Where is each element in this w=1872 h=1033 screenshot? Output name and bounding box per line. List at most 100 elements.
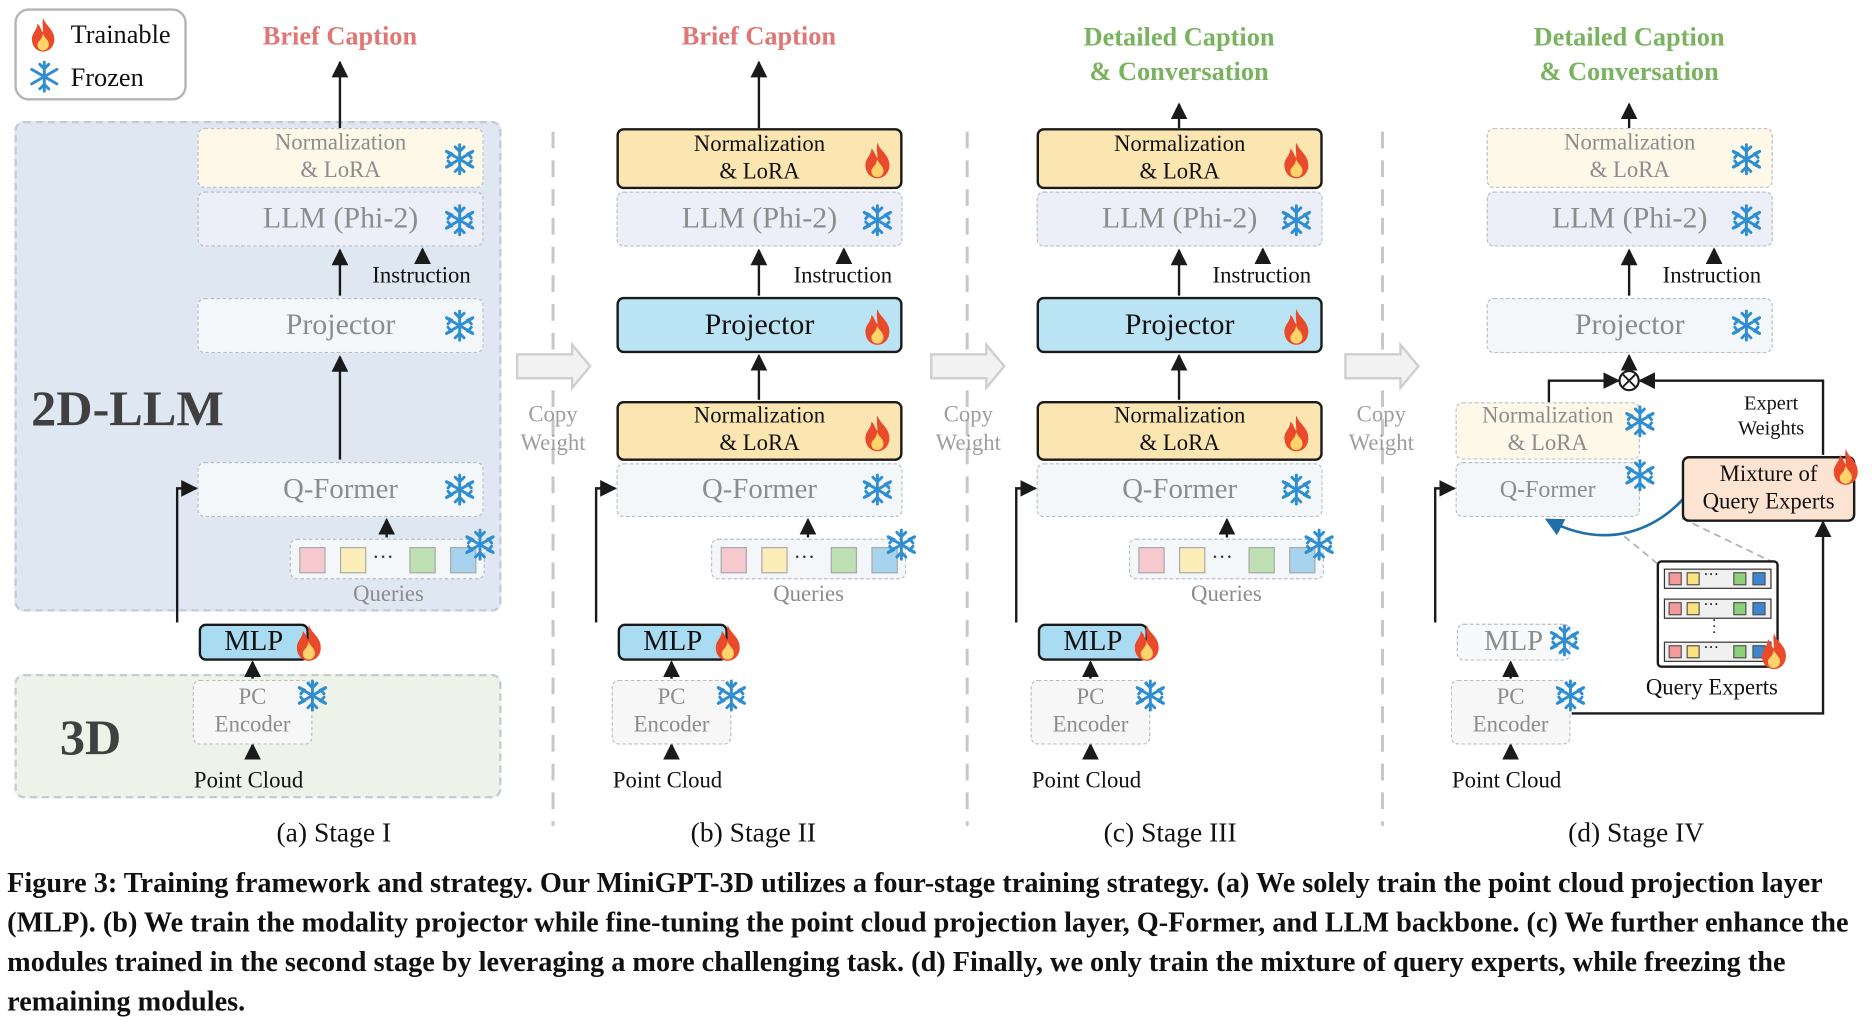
pc-line1: PC — [1076, 684, 1105, 711]
flame-icon — [1833, 448, 1858, 485]
stage3-llm: LLM (Phi-2) — [1036, 191, 1323, 247]
expert-token — [1668, 602, 1682, 616]
expert-token — [1733, 645, 1747, 659]
pc-line2: Encoder — [633, 712, 710, 738]
stage3-projector: Projector — [1036, 296, 1323, 354]
copy-line2: Weight — [935, 430, 1001, 456]
stage1-output-title: Brief Caption — [262, 20, 418, 51]
query-token — [830, 547, 858, 574]
stage4-output-title: Detailed Caption & Conversation — [1491, 20, 1766, 88]
norm-line1: Normalization — [693, 403, 826, 429]
snowflake-icon — [445, 204, 475, 237]
ellipsis-dots: ··· — [1703, 638, 1719, 656]
flame-icon — [1134, 624, 1159, 661]
figure-caption: Figure 3: Training framework and strateg… — [7, 867, 1849, 1018]
snowflake-icon — [1625, 405, 1655, 438]
stage4-projector: Projector — [1486, 298, 1773, 354]
query-token — [1138, 547, 1165, 574]
expert-token — [1752, 602, 1766, 616]
snowflake-icon — [1731, 309, 1762, 342]
flame-icon — [1761, 633, 1786, 670]
ellipsis-dots: ··· — [1211, 544, 1233, 569]
pc-line2: Encoder — [214, 712, 291, 738]
copy-weight-label-3: Copy Weight — [1338, 401, 1424, 458]
stage4-query-experts-label: Query Experts — [1645, 675, 1778, 701]
stage3-norm-lora-lower: Normalization& LoRA — [1036, 400, 1323, 461]
stage4-label: (d) Stage IV — [1568, 817, 1705, 848]
stage2-projector: Projector — [616, 296, 903, 354]
snowflake-icon — [30, 60, 59, 93]
flame-icon — [865, 308, 890, 345]
stage3-label: (c) Stage III — [1103, 817, 1237, 848]
stage2-queries-label: Queries — [773, 581, 844, 607]
pc-line1: PC — [238, 684, 267, 711]
stage3-norm-lora: Normalization& LoRA — [1036, 128, 1323, 190]
norm-line1: Normalization — [693, 131, 826, 157]
stage1-llm: LLM (Phi-2) — [197, 191, 484, 247]
snowflake-icon — [1731, 143, 1762, 176]
stage4-title-line2: & Conversation — [1539, 55, 1719, 86]
stage1-instruction-label: Instruction — [372, 263, 471, 289]
copy-line1: Copy — [528, 402, 578, 428]
stage2-point-cloud-label: Point Cloud — [612, 768, 723, 794]
stage2-llm: LLM (Phi-2) — [616, 191, 903, 247]
flame-icon — [715, 624, 740, 661]
norm-line2: & LoRA — [1589, 158, 1670, 184]
query-token — [761, 547, 788, 574]
stage3-queries-box: ··· — [1128, 538, 1324, 580]
norm-line2: & LoRA — [1139, 430, 1220, 457]
norm-line2: & LoRA — [1139, 158, 1220, 184]
expert-row: ··· — [1663, 595, 1772, 619]
stage3-point-cloud-label: Point Cloud — [1031, 768, 1142, 794]
pc-line1: PC — [657, 684, 686, 711]
legend-frozen-label: Frozen — [70, 62, 144, 93]
expert-token — [1752, 572, 1766, 586]
expert-row: ··· — [1663, 565, 1772, 589]
stage2-norm-lora: Normalization& LoRA — [616, 128, 903, 190]
expert-weights-line1: Expert — [1744, 391, 1799, 415]
snowflake-icon — [445, 473, 475, 506]
stage2-qformer: Q-Former — [616, 463, 903, 518]
copy-line2: Weight — [1348, 430, 1414, 456]
pc-line1: PC — [1496, 684, 1525, 711]
stage2-queries-box: ··· — [711, 538, 907, 580]
vertical-ellipsis: ··· — [1711, 611, 1717, 641]
query-token — [720, 547, 747, 574]
expert-token — [1686, 645, 1700, 659]
stage3-title-line1: Detailed Caption — [1083, 21, 1275, 52]
norm-line1: Normalization — [274, 130, 407, 156]
snowflake-icon — [1281, 204, 1311, 237]
norm-line1: Normalization — [1482, 403, 1614, 429]
stage4-norm-lora: Normalization& LoRA — [1486, 128, 1773, 188]
stage1-queries-box: ··· — [289, 538, 485, 580]
stage3-instruction-label: Instruction — [1212, 263, 1312, 289]
snowflake-icon — [1304, 528, 1334, 561]
copy-weight-label-1: Copy Weight — [510, 401, 596, 458]
moe-line2: Query Experts — [1702, 488, 1835, 515]
snowflake-icon — [445, 309, 475, 342]
norm-line1: Normalization — [1113, 403, 1246, 429]
snowflake-icon — [862, 473, 893, 506]
snowflake-icon — [1625, 459, 1655, 492]
stage4-point-cloud-label: Point Cloud — [1451, 768, 1562, 794]
query-token — [339, 547, 367, 574]
ellipsis-dots: ··· — [1703, 594, 1719, 613]
snowflake-icon — [862, 204, 893, 237]
flame-icon — [865, 415, 890, 452]
stage4-title-line1: Detailed Caption — [1533, 21, 1725, 52]
stage3-queries-label: Queries — [1191, 581, 1262, 607]
snowflake-icon — [1555, 679, 1586, 712]
stage1-point-cloud-label: Point Cloud — [193, 768, 304, 794]
query-token — [1179, 547, 1206, 574]
label-2d-llm: 2D-LLM — [31, 381, 224, 437]
stage4-norm-lora-lower: Normalization& LoRA — [1455, 402, 1640, 460]
snowflake-icon — [1135, 679, 1165, 712]
pc-line2: Encoder — [1472, 712, 1549, 738]
flame-icon — [296, 624, 321, 661]
expert-weights-line2: Weights — [1738, 416, 1805, 440]
